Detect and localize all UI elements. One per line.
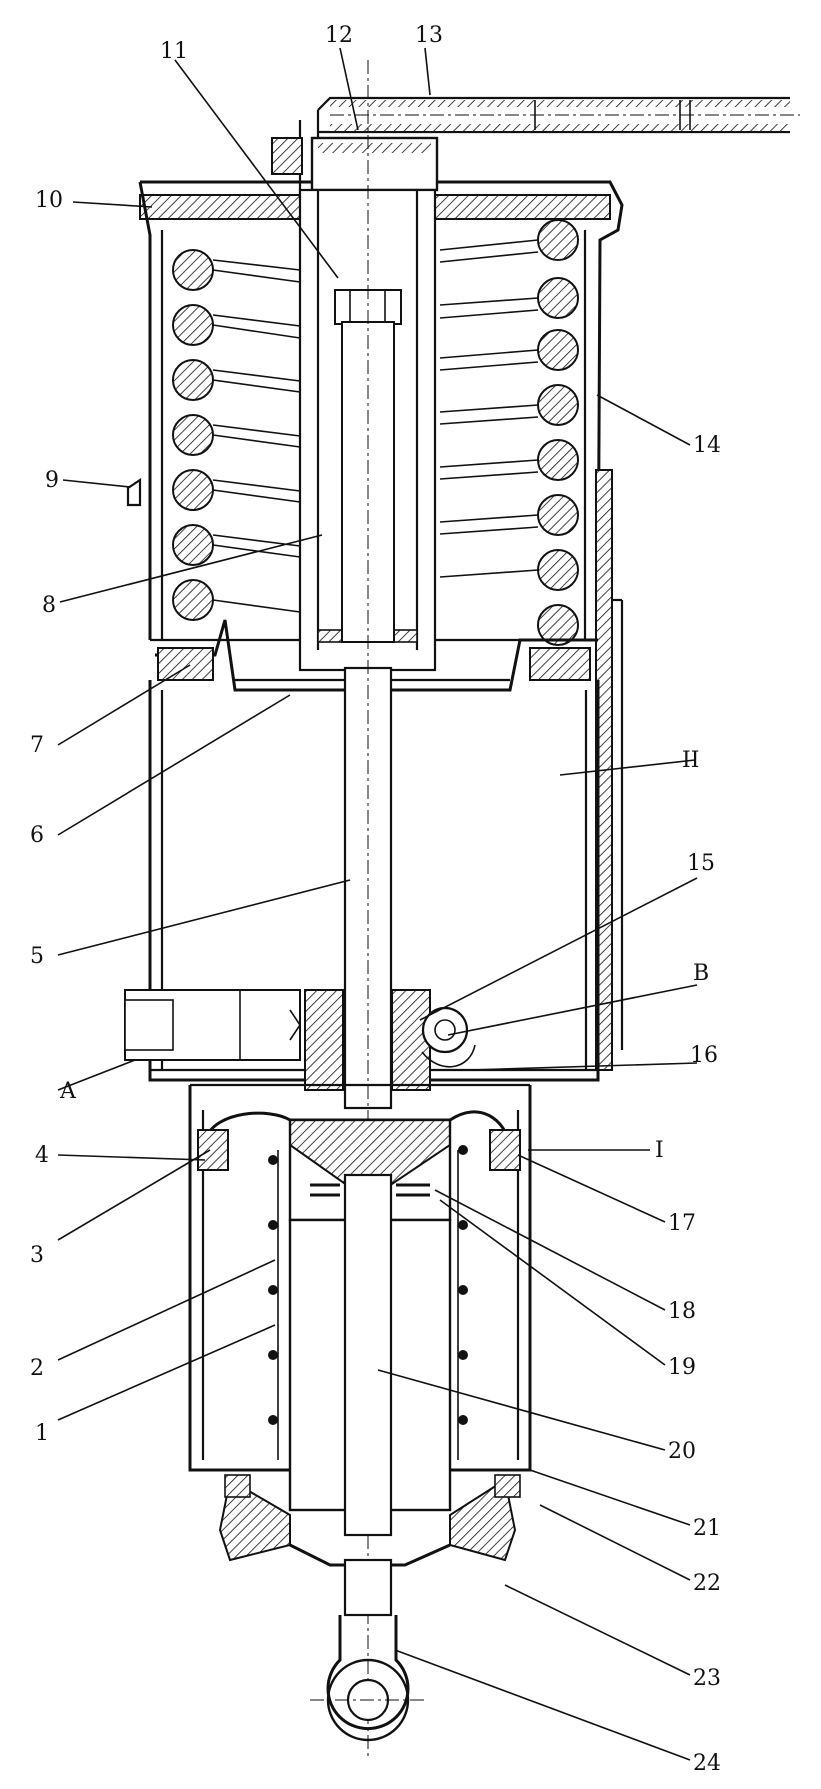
label-7: 7 xyxy=(30,733,44,758)
label-B: B xyxy=(693,961,709,986)
port-A-fitting xyxy=(124,989,301,1061)
label-4: 4 xyxy=(35,1143,49,1168)
upper-piston xyxy=(155,619,598,692)
eye-end xyxy=(310,1558,426,1742)
left-lug xyxy=(126,477,142,507)
lower-piston xyxy=(288,1118,452,1537)
dust-boot xyxy=(218,1474,521,1567)
label-9: 9 xyxy=(45,468,59,493)
label-II: II xyxy=(682,748,699,773)
label-10: 10 xyxy=(35,188,63,213)
label-2: 2 xyxy=(30,1356,44,1381)
handle-tube xyxy=(271,96,800,200)
label-18: 18 xyxy=(668,1299,696,1324)
label-17: 17 xyxy=(668,1211,696,1236)
spring-coils xyxy=(172,219,579,646)
label-16: 16 xyxy=(690,1043,718,1068)
label-I: I xyxy=(655,1138,664,1163)
label-22: 22 xyxy=(693,1571,721,1596)
label-12: 12 xyxy=(325,23,353,48)
label-5: 5 xyxy=(30,944,44,969)
seal-and-port-B xyxy=(304,989,476,1091)
label-13: 13 xyxy=(415,23,443,48)
main-rod xyxy=(343,60,393,1760)
label-A: A xyxy=(59,1079,77,1104)
label-8: 8 xyxy=(42,593,56,618)
callout-labels: 11 12 13 10 14 9 8 7 II 6 15 5 B 16 A 4 … xyxy=(30,23,721,1776)
label-15: 15 xyxy=(687,851,715,876)
label-24: 24 xyxy=(693,1751,721,1776)
label-1: 1 xyxy=(35,1421,49,1446)
label-6: 6 xyxy=(30,823,44,848)
label-20: 20 xyxy=(668,1439,696,1464)
label-3: 3 xyxy=(30,1243,44,1268)
label-21: 21 xyxy=(693,1516,721,1541)
label-11: 11 xyxy=(160,39,188,64)
label-14: 14 xyxy=(693,433,721,458)
leader-lines xyxy=(57,47,698,1761)
cylinder-I xyxy=(188,1083,532,1472)
label-19: 19 xyxy=(668,1355,696,1380)
label-23: 23 xyxy=(693,1666,721,1691)
